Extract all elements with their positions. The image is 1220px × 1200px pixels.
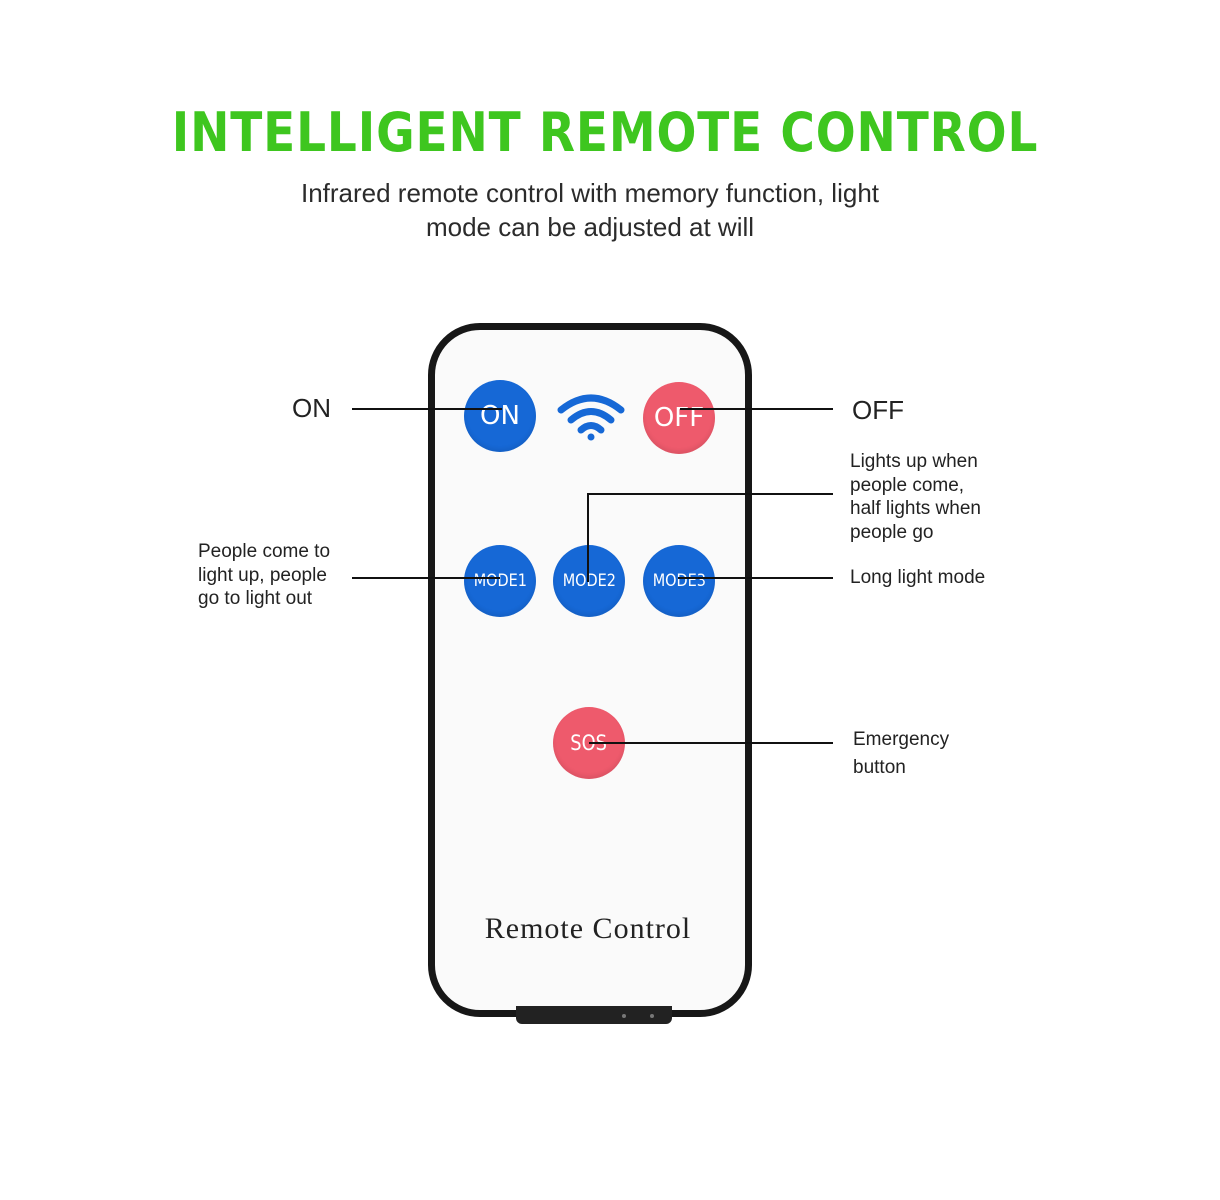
mode1-button[interactable]: MODE1 (464, 545, 536, 617)
mode3-callout: Long light mode (850, 567, 986, 588)
mode1-leader-line (352, 577, 500, 579)
mode1-callout: People come to light up, people go to li… (198, 541, 331, 609)
mode3-button[interactable]: MODE3 (643, 545, 715, 617)
sos-callout: Emergency button (853, 729, 950, 778)
remote-battery-tab (516, 1006, 672, 1024)
wifi-signal-icon (557, 394, 625, 441)
off-button[interactable]: OFF (643, 382, 715, 454)
mode3-leader-line (678, 577, 833, 579)
off-callout: OFF (852, 395, 904, 425)
remote-brand-label: Remote Control (484, 912, 692, 945)
off-leader-line (680, 408, 833, 410)
page-title: INTELLIGENT REMOTE CONTROL (171, 101, 1039, 164)
on-button[interactable]: ON (464, 380, 536, 452)
on-leader-line (352, 408, 502, 410)
mode2-leader-horizontal (587, 493, 833, 495)
mode2-button[interactable]: MODE2 (553, 545, 625, 617)
sos-leader-line (589, 742, 833, 744)
on-callout: ON (292, 393, 331, 423)
page-subtitle: Infrared remote control with memory func… (300, 178, 880, 242)
mode2-callout: Lights up when people come, half lights … (850, 451, 981, 543)
mode2-leader-vertical (587, 494, 589, 582)
